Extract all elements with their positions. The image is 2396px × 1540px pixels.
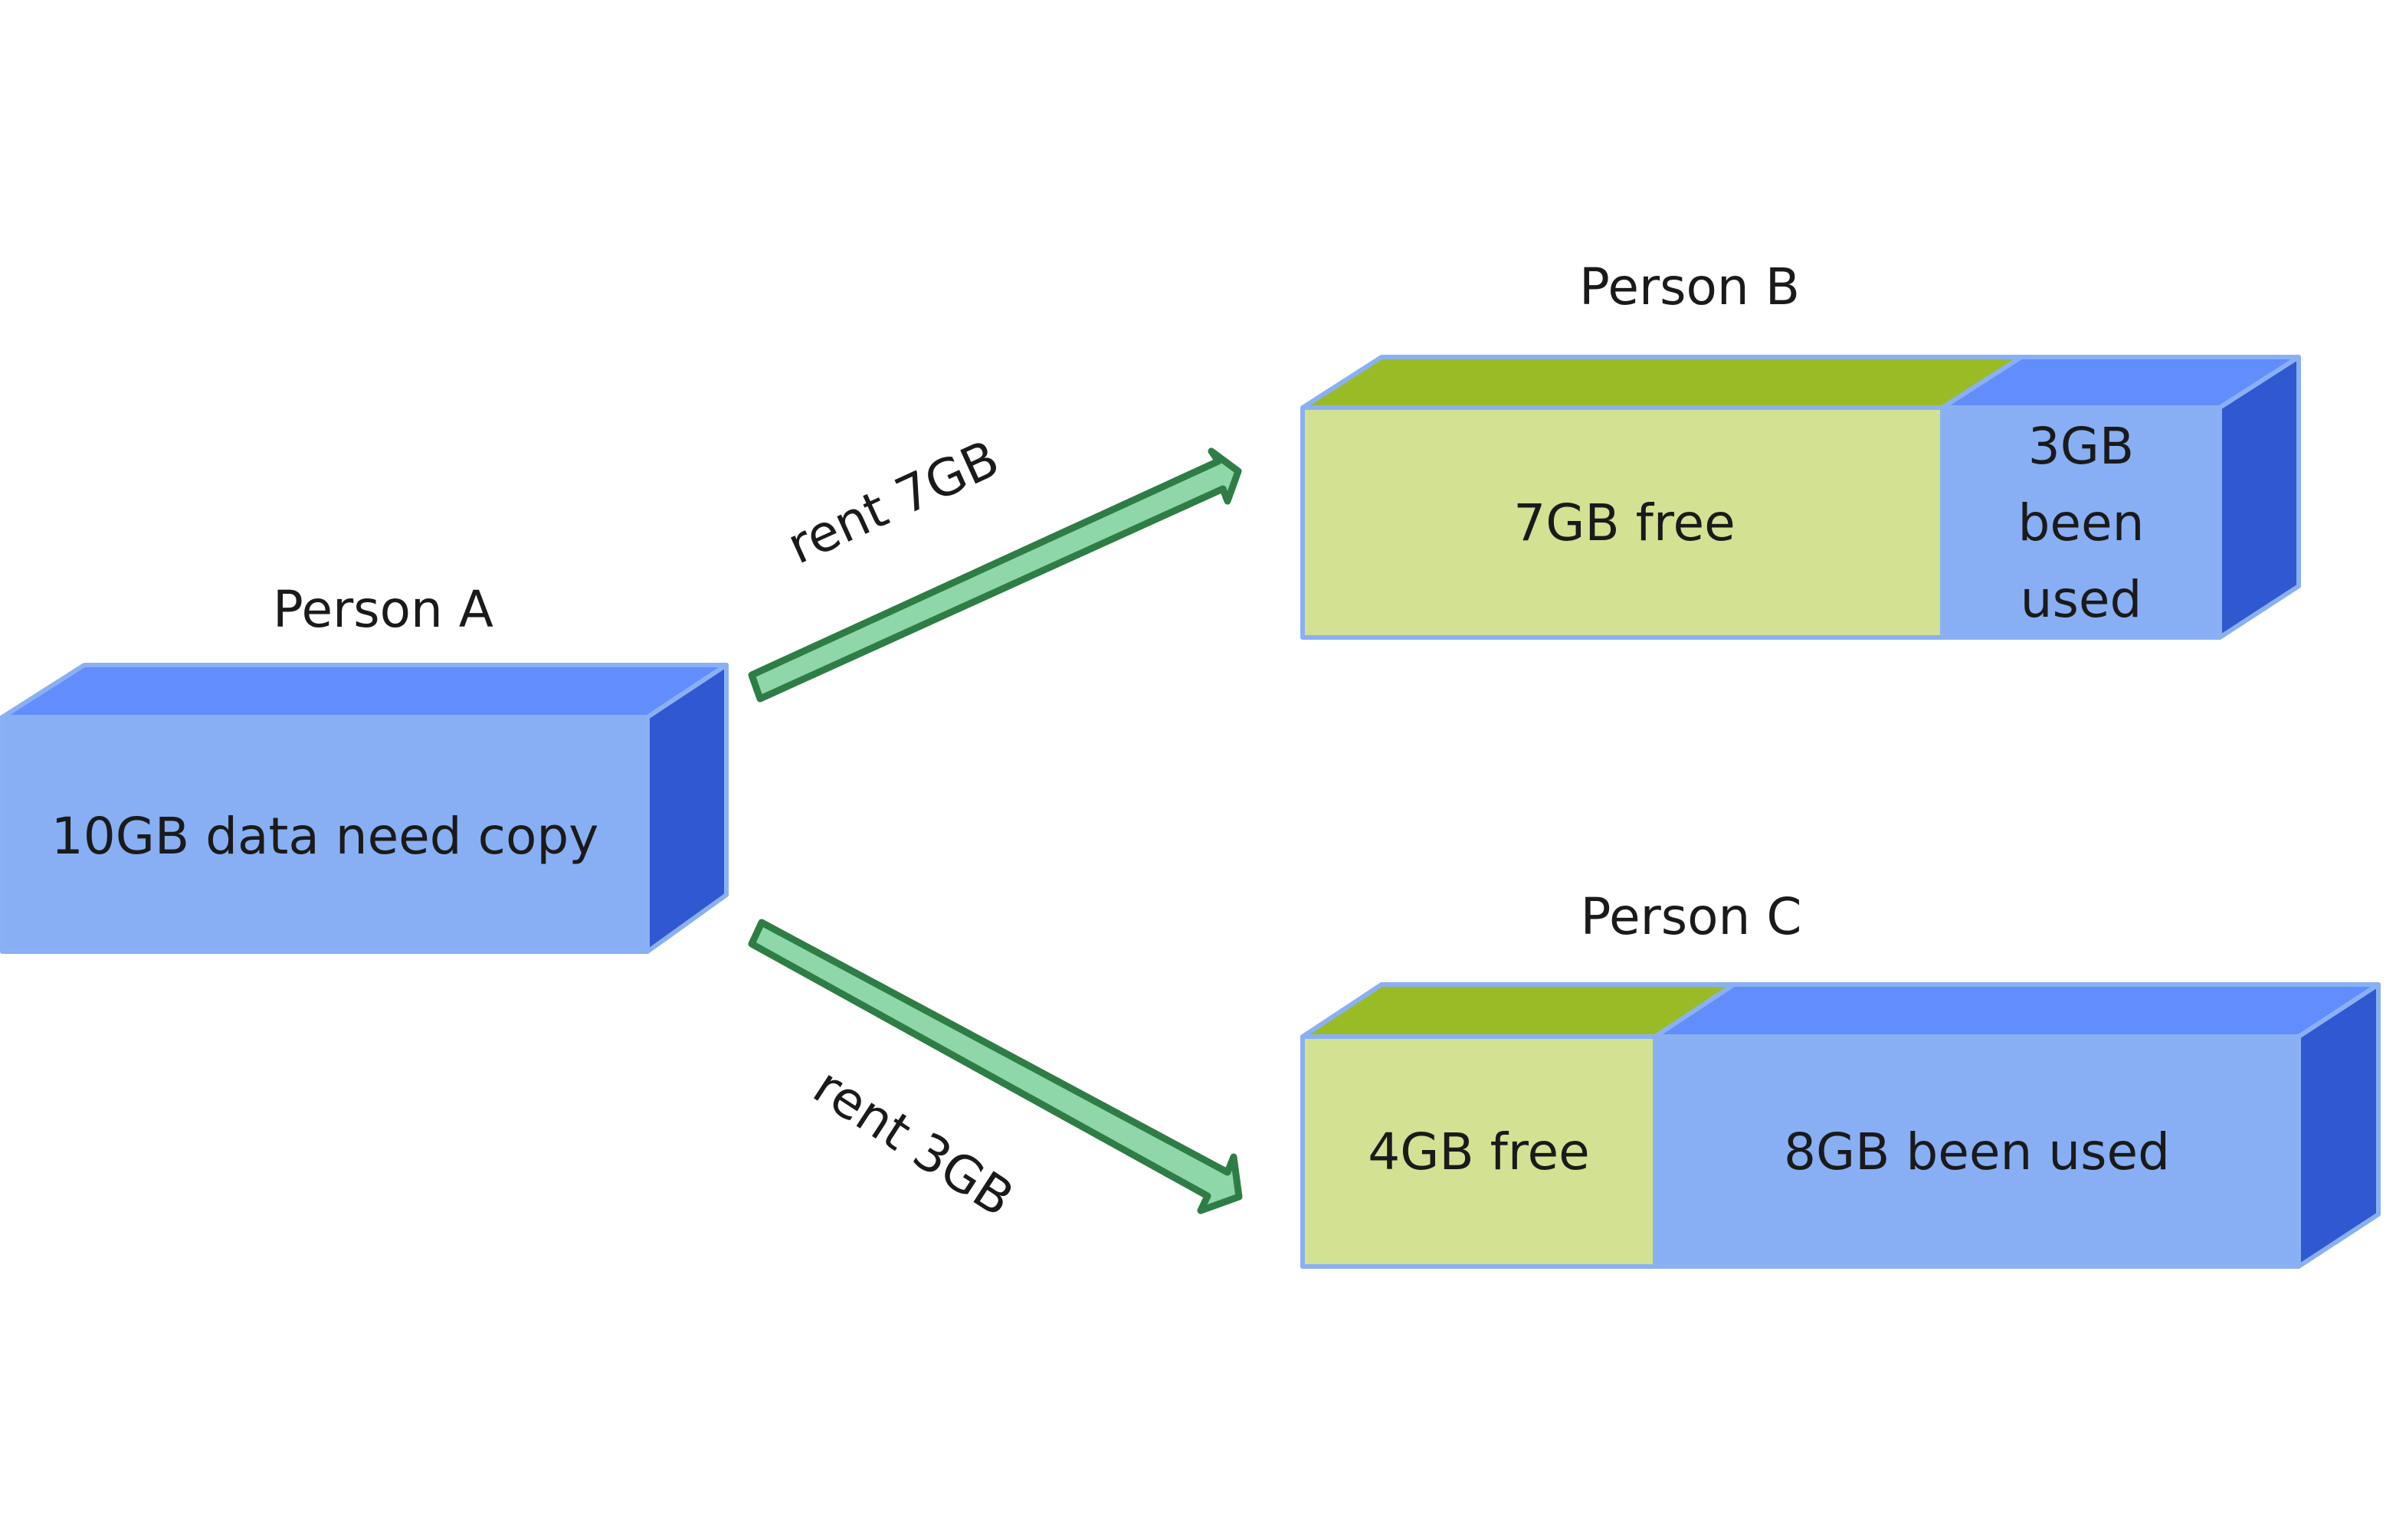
person-b-box (1300, 355, 2301, 640)
person-c-free-segment (1300, 1034, 1657, 1269)
arrow-c-label: rent 3GB (803, 1057, 1024, 1228)
person-b-side-face (2217, 355, 2301, 640)
person-c-top-used (1653, 982, 2381, 1039)
person-b-used-line-1: 3GB (2028, 417, 2134, 476)
person-b-free-text: 7GB free (1513, 493, 1736, 552)
person-b-used-segment (1940, 405, 2222, 640)
person-c-used-segment (1653, 1034, 2301, 1269)
person-a-top-face (0, 663, 729, 719)
arrow-right-down-icon (748, 919, 1243, 1214)
person-c-side-face (2296, 982, 2381, 1269)
person-b-free-segment (1300, 405, 1945, 640)
person-a-box (0, 663, 729, 954)
person-a-side-face (645, 663, 729, 954)
person-b-used-line-3: used (2021, 570, 2142, 629)
person-c-box (1300, 982, 2381, 1269)
arrow-right-up-icon (748, 447, 1242, 703)
person-c-free-text: 4GB free (1368, 1122, 1590, 1181)
arrow-to-person-b (748, 447, 1242, 703)
person-a-title: Person A (273, 580, 493, 639)
arrow-b-label: rent 7GB (778, 429, 1008, 576)
person-b-used-line-2: been (2018, 493, 2145, 552)
person-a-front-face (0, 715, 650, 954)
person-c-used-text: 8GB been used (1784, 1122, 2170, 1181)
person-c-title: Person C (1581, 887, 1802, 946)
person-b-top-free (1300, 355, 2024, 410)
person-a-text: 10GB data need copy (51, 807, 599, 866)
arrow-to-person-c (748, 919, 1243, 1214)
person-b-title: Person B (1579, 257, 1800, 316)
